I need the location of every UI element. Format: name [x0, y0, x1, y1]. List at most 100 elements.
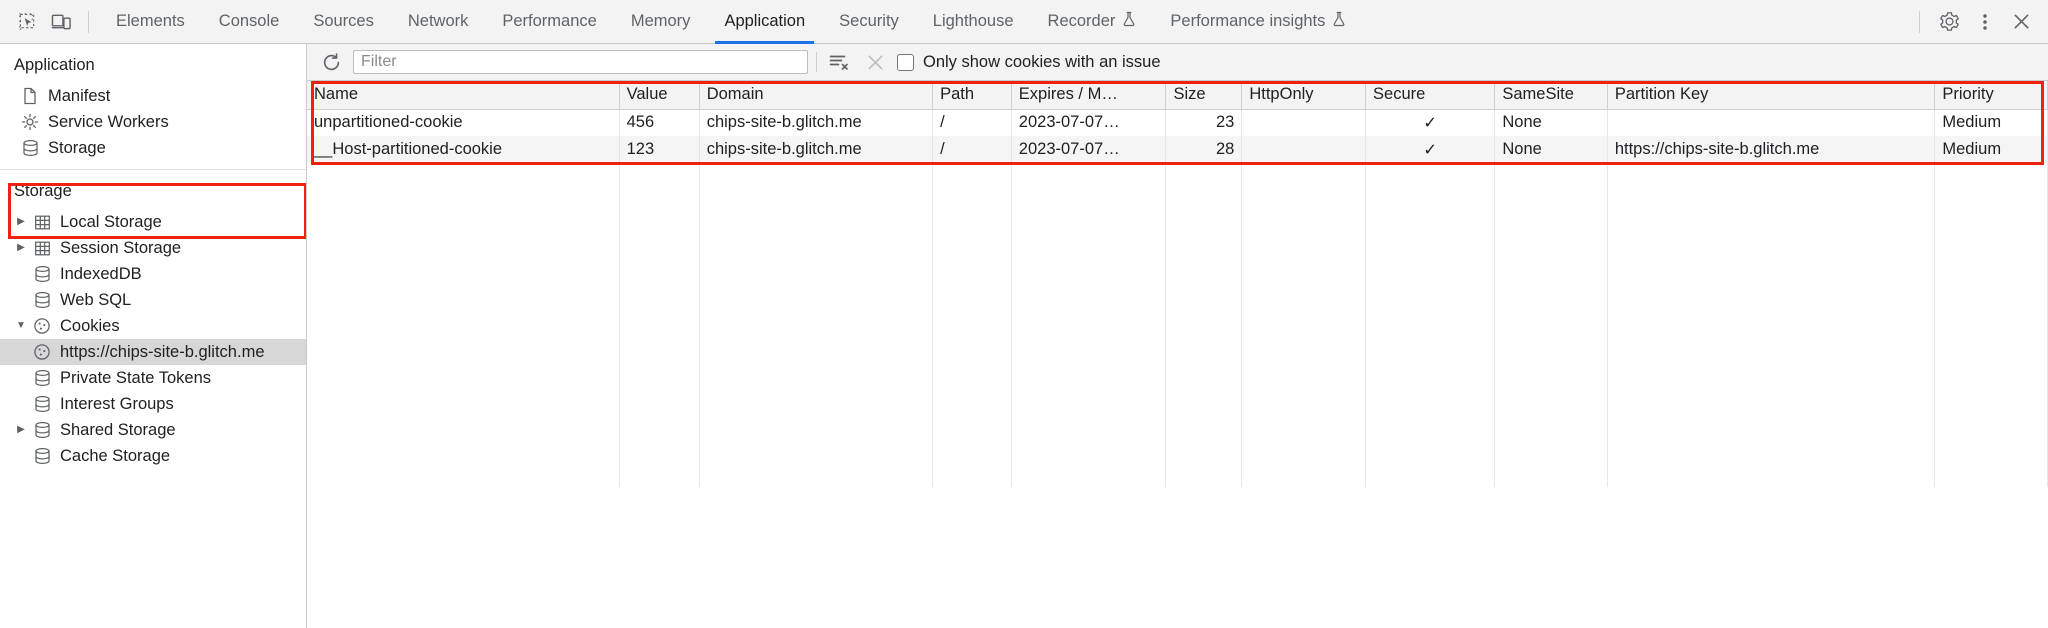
sidebar-item-indexeddb[interactable]: IndexedDB [0, 261, 306, 287]
column-header-expires[interactable]: Expires / M… [1011, 81, 1167, 110]
empty-cell [1365, 433, 1496, 460]
tab-lighthouse[interactable]: Lighthouse [916, 0, 1031, 44]
tab-console[interactable]: Console [202, 0, 297, 44]
clear-filtered-icon[interactable] [825, 48, 853, 76]
sidebar-item-storage[interactable]: Storage [0, 135, 306, 161]
inspect-cursor-icon[interactable] [10, 5, 44, 39]
column-header-priority[interactable]: Priority [1934, 81, 2048, 110]
empty-row [307, 406, 2048, 433]
column-header-path[interactable]: Path [932, 81, 1012, 110]
sidebar-item-web-sql[interactable]: Web SQL [0, 287, 306, 313]
cell-name: __Host-partitioned-cookie [307, 136, 620, 163]
clear-all-x-icon[interactable] [861, 48, 889, 76]
empty-cell [1165, 298, 1243, 325]
column-header-partition-key[interactable]: Partition Key [1607, 81, 1936, 110]
cell-size: 28 [1165, 136, 1243, 163]
empty-cell [932, 244, 1012, 271]
empty-cell [1241, 325, 1367, 352]
column-header-secure[interactable]: Secure [1365, 81, 1496, 110]
table-row[interactable]: unpartitioned-cookie 456 chips-site-b.gl… [307, 109, 2048, 136]
sidebar-item-interest-groups[interactable]: Interest Groups [0, 391, 306, 417]
checkbox-box[interactable] [897, 53, 914, 71]
empty-cell [1241, 406, 1367, 433]
sidebar-item-label: Manifest [48, 86, 111, 105]
column-header-domain[interactable]: Domain [699, 81, 934, 110]
sidebar-item-cache-storage[interactable]: Cache Storage [0, 443, 306, 469]
empty-cell [1365, 325, 1496, 352]
empty-row [307, 298, 2048, 325]
sidebar-item-session-storage[interactable]: Session Storage [0, 235, 306, 261]
chevron-down-icon[interactable] [12, 321, 30, 331]
tab-network[interactable]: Network [391, 0, 486, 44]
empty-cell [1607, 271, 1936, 298]
sidebar-item-label: Cookies [60, 316, 120, 335]
sidebar-item-private-state-tokens[interactable]: Private State Tokens [0, 365, 306, 391]
filter-divider [816, 52, 817, 72]
refresh-icon[interactable] [317, 48, 345, 76]
empty-cell [1934, 244, 2048, 271]
chevron-right-icon[interactable] [12, 217, 30, 227]
sidebar-item-local-storage[interactable]: Local Storage [0, 209, 306, 235]
empty-cell [699, 379, 934, 406]
column-header-size[interactable]: Size [1165, 81, 1243, 110]
empty-cell [1934, 379, 2048, 406]
chevron-right-icon[interactable] [12, 425, 30, 435]
column-header-httponly[interactable]: HttpOnly [1241, 81, 1367, 110]
sidebar-item-shared-storage[interactable]: Shared Storage [0, 417, 306, 443]
tab-security[interactable]: Security [822, 0, 916, 44]
column-header-name[interactable]: Name [307, 81, 620, 110]
sidebar-item-label: Shared Storage [60, 420, 176, 439]
empty-cell [1241, 217, 1367, 244]
sidebar-item-manifest[interactable]: Manifest [0, 83, 306, 109]
empty-cell [932, 163, 1012, 190]
filter-input[interactable] [353, 50, 808, 74]
empty-cell [1607, 352, 1936, 379]
cell-secure: ✓ [1365, 109, 1496, 136]
empty-cell [699, 352, 934, 379]
empty-cell [1011, 271, 1167, 298]
empty-cell [1165, 433, 1243, 460]
close-icon[interactable] [2004, 5, 2038, 39]
tab-performance-insights[interactable]: Performance insights [1153, 0, 1363, 44]
empty-cell [1241, 352, 1367, 379]
empty-cell [1365, 190, 1496, 217]
sidebar-item-cookie-origin[interactable]: https://chips-site-b.glitch.me [0, 339, 306, 365]
kebab-menu-icon[interactable] [1968, 5, 2002, 39]
tab-memory[interactable]: Memory [614, 0, 708, 44]
device-toolbar-icon[interactable] [44, 5, 78, 39]
sidebar-item-label: Cache Storage [60, 446, 171, 465]
tab-label: Performance insights [1170, 12, 1326, 30]
service-worker-icon [18, 113, 42, 131]
tab-performance[interactable]: Performance [485, 0, 613, 44]
empty-cell [1011, 379, 1167, 406]
column-header-samesite[interactable]: SameSite [1494, 81, 1608, 110]
chevron-right-icon[interactable] [12, 243, 30, 253]
only-show-issues-checkbox[interactable]: Only show cookies with an issue [897, 53, 1161, 72]
empty-row [307, 379, 2048, 406]
table-row[interactable]: __Host-partitioned-cookie 123 chips-site… [307, 136, 2048, 163]
sidebar-item-service-workers[interactable]: Service Workers [0, 109, 306, 135]
empty-cell [1365, 271, 1496, 298]
cookie-icon [30, 343, 54, 361]
tab-recorder[interactable]: Recorder [1031, 0, 1154, 44]
cell-path: / [932, 109, 1012, 136]
empty-cell [1494, 460, 1608, 487]
empty-cell [1365, 163, 1496, 190]
gear-icon[interactable] [1932, 5, 1966, 39]
empty-cell [1494, 325, 1608, 352]
cookies-table-empty-area [307, 163, 2048, 487]
empty-cell [1365, 406, 1496, 433]
cell-httponly [1241, 136, 1367, 163]
cookies-filter-toolbar: Only show cookies with an issue [307, 44, 2048, 81]
tab-sources[interactable]: Sources [296, 0, 391, 44]
sidebar-item-label: Private State Tokens [60, 368, 212, 387]
tab-elements[interactable]: Elements [99, 0, 202, 44]
empty-cell [307, 244, 620, 271]
sidebar-item-cookies[interactable]: Cookies [0, 313, 306, 339]
column-header-value[interactable]: Value [619, 81, 700, 110]
table-grid-icon [30, 240, 54, 257]
tab-label: Network [407, 12, 469, 30]
tab-application[interactable]: Application [707, 0, 822, 44]
empty-cell [1365, 379, 1496, 406]
empty-cell [699, 298, 934, 325]
